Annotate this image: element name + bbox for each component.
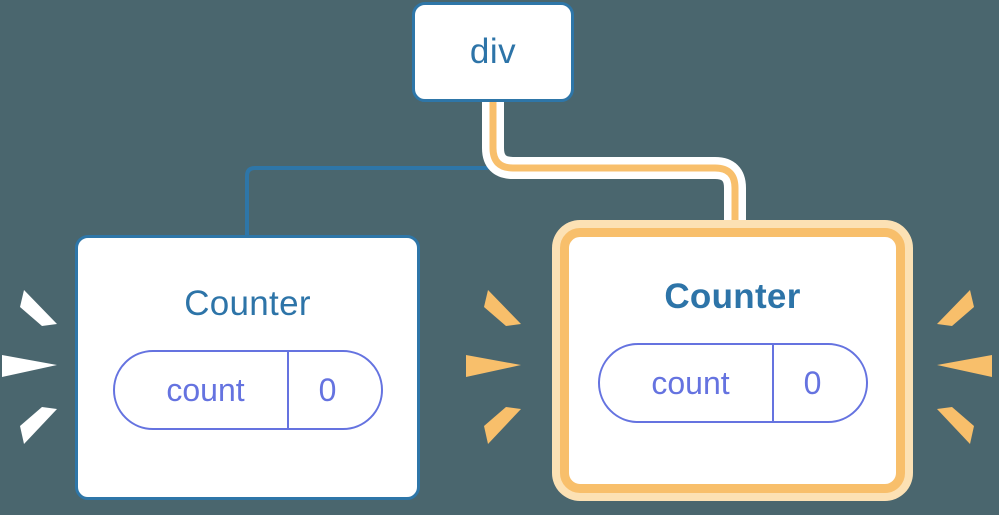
- edge-root-to-right-counter: [489, 102, 739, 240]
- sparkle-ray-icon: [937, 290, 974, 326]
- state-key-label: count: [651, 364, 730, 401]
- state-key-label: count: [166, 371, 245, 408]
- sparkle-rays-left-white: [2, 282, 64, 452]
- edge-root-to-right-counter-halo: [482, 102, 746, 238]
- sparkle-rays-left-of-highlight: [466, 282, 528, 452]
- node-counter-highlighted-label: Counter: [664, 277, 801, 316]
- sparkle-ray-icon: [937, 407, 974, 444]
- sparkle-ray-icon: [20, 407, 57, 444]
- state-pill-divider: [771, 345, 774, 421]
- sparkle-rays-right-of-highlight: [930, 282, 992, 452]
- node-div-label: div: [469, 32, 517, 71]
- node-counter-plain[interactable]: Counter count 0: [75, 235, 420, 500]
- sparkle-ray-icon: [484, 290, 521, 326]
- sparkle-ray-icon: [484, 407, 521, 444]
- sparkle-ray-icon: [20, 290, 57, 326]
- state-pill-count-highlighted[interactable]: count 0: [597, 343, 868, 423]
- node-counter-plain-label: Counter: [184, 284, 311, 323]
- state-pill-count-plain[interactable]: count 0: [112, 350, 383, 430]
- node-div[interactable]: div: [412, 2, 574, 102]
- node-counter-highlighted[interactable]: Counter count 0: [560, 228, 905, 493]
- edge-root-to-left-counter: [245, 100, 495, 240]
- state-value-label: 0: [318, 371, 337, 408]
- state-value-label: 0: [803, 364, 822, 401]
- sparkle-ray-icon: [466, 355, 521, 377]
- state-pill-divider: [286, 352, 289, 428]
- sparkle-ray-icon: [2, 355, 57, 377]
- sparkle-ray-icon: [937, 355, 992, 377]
